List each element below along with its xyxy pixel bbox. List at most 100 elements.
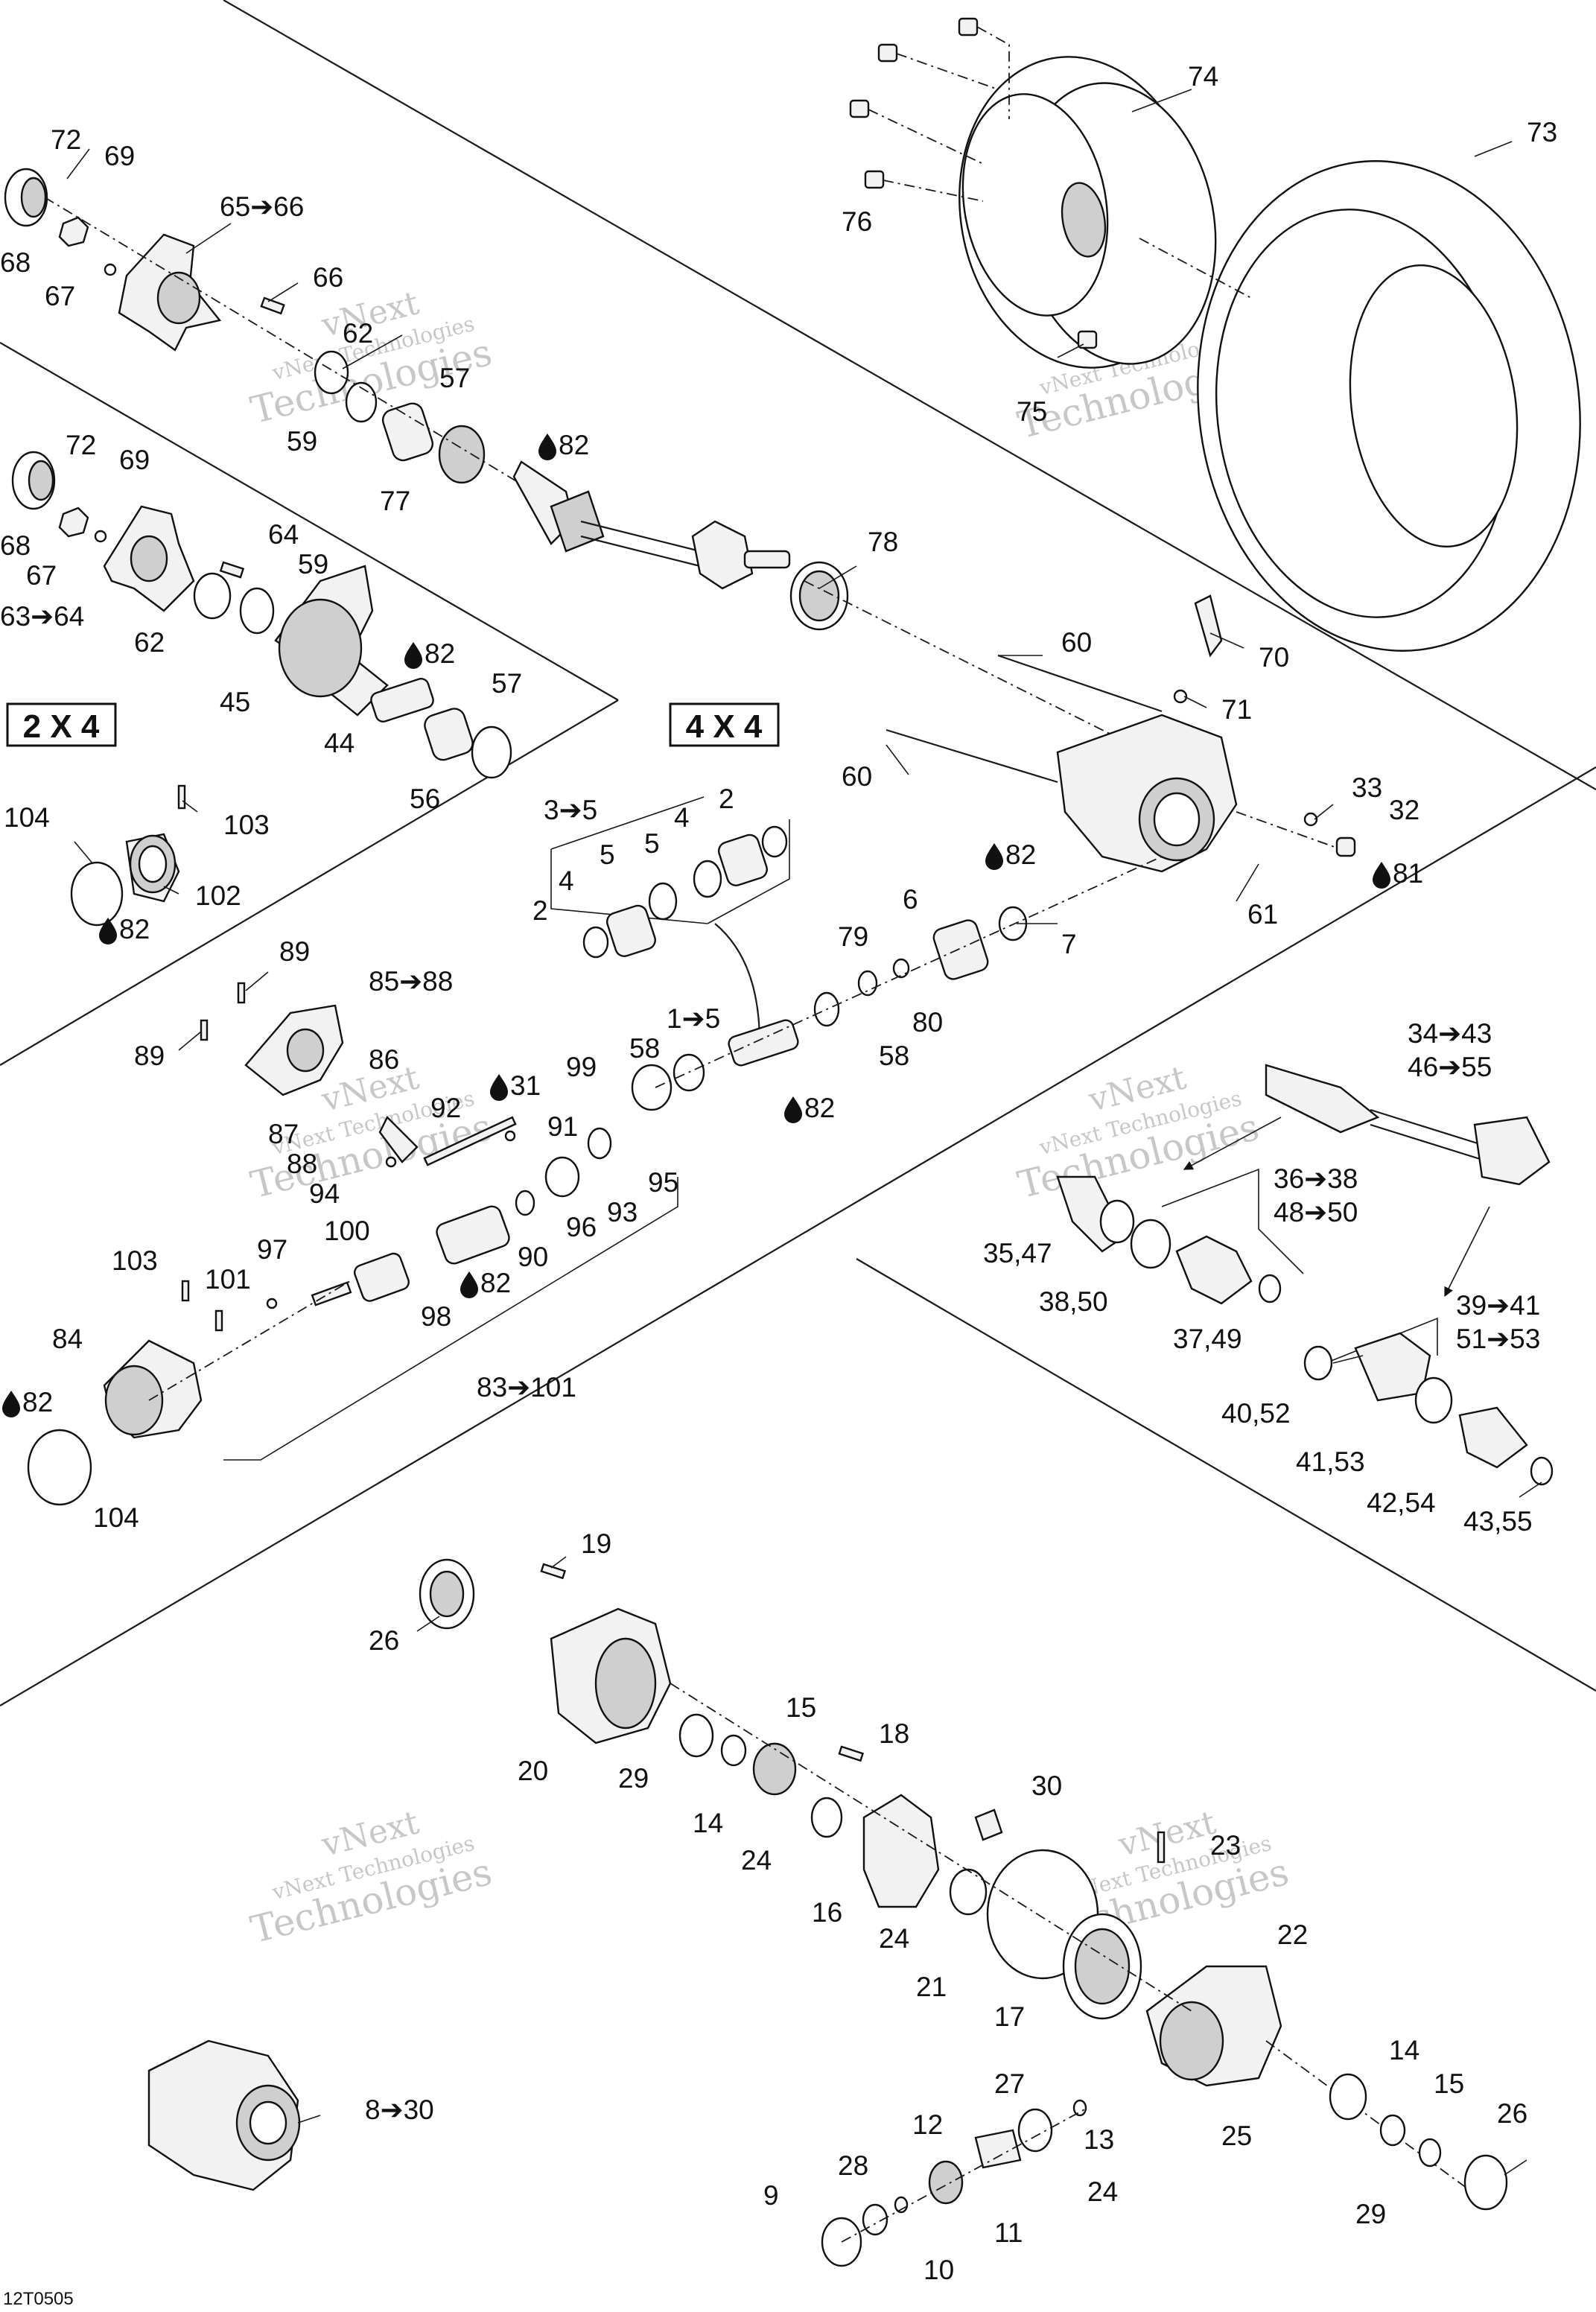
- callout-27: 27: [994, 2068, 1025, 2099]
- callout-24: 24: [1087, 2176, 1118, 2207]
- drawing-code: 12T0505: [3, 2289, 74, 2309]
- callout-72: 72: [51, 124, 81, 155]
- callout-14: 14: [1389, 2035, 1419, 2065]
- callout-7: 7: [1061, 929, 1077, 959]
- callout-32: 32: [1389, 795, 1419, 825]
- callout-89: 89: [279, 936, 310, 967]
- callout-91: 91: [547, 1111, 578, 1142]
- callout-3-5: 3➔5: [544, 795, 597, 825]
- callout-103: 103: [223, 810, 270, 840]
- actuator-assembly: [27, 982, 678, 1506]
- callout-93: 93: [607, 1197, 638, 1228]
- callout-57: 57: [492, 668, 522, 699]
- callout-62: 62: [134, 627, 165, 658]
- callout-61: 61: [1247, 899, 1278, 930]
- callout-89: 89: [134, 1041, 165, 1071]
- callout-16: 16: [812, 1897, 842, 1928]
- tire: [1197, 160, 1581, 652]
- callout-17: 17: [994, 2001, 1025, 2032]
- callout-22: 22: [1277, 1919, 1308, 1950]
- callout-41-53: 41,53: [1296, 1446, 1365, 1477]
- callout-68: 68: [0, 530, 31, 561]
- callout-96: 96: [566, 1212, 597, 1242]
- callout-15: 15: [1434, 2068, 1464, 2099]
- callout-83-101: 83➔101: [477, 1372, 576, 1403]
- callout-88: 88: [287, 1149, 317, 1179]
- callout-97: 97: [257, 1234, 287, 1265]
- callout-82: 82: [480, 1268, 511, 1298]
- callout-69: 69: [119, 445, 150, 475]
- oil-drop-icon: [2, 1391, 20, 1417]
- rim: [958, 56, 1217, 369]
- front-differential: [886, 594, 1356, 873]
- callout-43-55: 43,55: [1463, 1506, 1533, 1537]
- callout-73: 73: [1527, 117, 1557, 147]
- variant-label-4x4: 4 X 4: [669, 702, 780, 747]
- variant-label-2x4: 2 X 4: [6, 702, 117, 747]
- callout-28: 28: [838, 2150, 868, 2181]
- callout-48-50: 48➔50: [1274, 1197, 1358, 1228]
- callout-60: 60: [842, 761, 872, 792]
- callout-29: 29: [618, 1763, 649, 1794]
- callout-35-47: 35,47: [983, 1238, 1052, 1268]
- callout-20: 20: [518, 1756, 548, 1786]
- svg-text:2 X 4: 2 X 4: [23, 708, 100, 745]
- callout-30: 30: [1031, 1770, 1062, 1801]
- callout-39-41: 39➔41: [1456, 1290, 1540, 1321]
- callout-82: 82: [559, 430, 589, 460]
- callout-12: 12: [912, 2109, 943, 2140]
- callout-23: 23: [1210, 1830, 1241, 1861]
- callout-68: 68: [0, 247, 31, 278]
- callout-85-88: 85➔88: [369, 966, 453, 997]
- callout-67: 67: [26, 560, 57, 591]
- oil-drop-icon: [985, 843, 1003, 870]
- callout-13: 13: [1084, 2124, 1114, 2155]
- seal-housing-left: [70, 784, 186, 927]
- callout-102: 102: [195, 880, 241, 911]
- callout-10: 10: [923, 2255, 954, 2285]
- callout-21: 21: [916, 1972, 947, 2002]
- callout-2: 2: [532, 895, 548, 926]
- callout-75: 75: [1017, 396, 1047, 427]
- callout-62: 62: [343, 318, 373, 349]
- callout-5: 5: [600, 839, 615, 870]
- callout-67: 67: [45, 281, 75, 311]
- callout-77: 77: [380, 486, 410, 516]
- callout-38-50: 38,50: [1039, 1286, 1108, 1317]
- callout-100: 100: [324, 1216, 370, 1246]
- callout-66: 66: [313, 262, 343, 293]
- watermark: vNext vNext Technologies Technologies vN…: [247, 284, 1293, 1951]
- callout-81: 81: [1393, 858, 1423, 889]
- callout-95: 95: [648, 1167, 678, 1198]
- callout-57: 57: [439, 363, 470, 393]
- callout-46-55: 46➔55: [1408, 1052, 1492, 1082]
- center-shaft: [631, 856, 1163, 1111]
- callout-5: 5: [644, 828, 660, 859]
- callout-6: 6: [903, 884, 918, 915]
- callout-71: 71: [1221, 694, 1252, 725]
- callout-74: 74: [1188, 61, 1218, 92]
- callout-4: 4: [674, 802, 690, 833]
- callout-26: 26: [1497, 2098, 1527, 2129]
- callout-34-43: 34➔43: [1408, 1018, 1492, 1049]
- callout-92: 92: [430, 1093, 461, 1123]
- callout-4: 4: [559, 866, 574, 896]
- callout-44: 44: [324, 728, 355, 758]
- callout-29: 29: [1355, 2199, 1386, 2229]
- callout-51-53: 51➔53: [1456, 1324, 1540, 1354]
- leader-lines: [66, 89, 1542, 2176]
- hub-assembly-2x4: [11, 451, 512, 779]
- callout-9: 9: [763, 2180, 779, 2211]
- callout-36-38: 36➔38: [1274, 1163, 1358, 1194]
- callout-63-64: 63➔64: [0, 601, 84, 632]
- callout-64: 64: [268, 519, 299, 550]
- callout-72: 72: [66, 430, 96, 460]
- callout-104: 104: [4, 802, 50, 833]
- callout-69: 69: [104, 141, 135, 171]
- callout-25: 25: [1221, 2121, 1252, 2151]
- callout-33: 33: [1352, 772, 1382, 803]
- callout-26: 26: [369, 1625, 399, 1656]
- callout-59: 59: [298, 549, 328, 579]
- callout-18: 18: [879, 1718, 909, 1749]
